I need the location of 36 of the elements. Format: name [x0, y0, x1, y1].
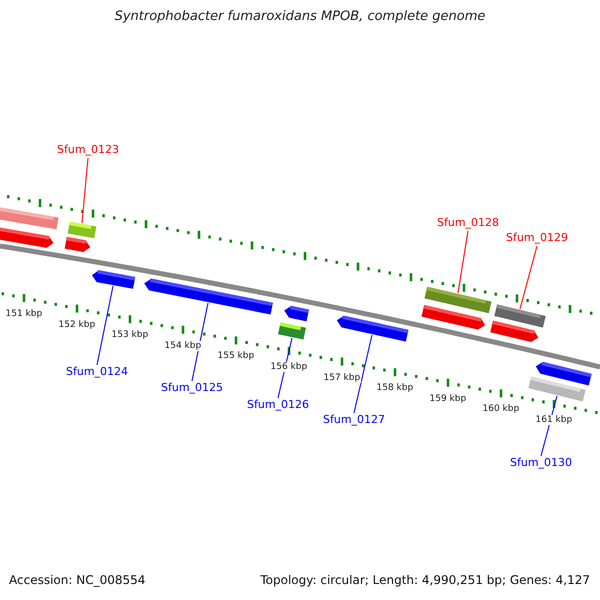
gene-feature: [92, 270, 136, 289]
gene-feature: [336, 316, 408, 342]
leader-line: [354, 334, 372, 414]
gene-bar: [68, 222, 96, 238]
title: Syntrophobacter fumaroxidans MPOB, complete genome: [114, 10, 486, 25]
scale-label: 153 kbp: [110, 330, 150, 341]
scale-label: 154 kbp: [164, 340, 202, 352]
scale-label: 157 kbp: [322, 372, 362, 383]
gene-bar: [424, 286, 492, 314]
scale-label: 158 kbp: [376, 383, 414, 394]
gene-label: Sfum_0130: [510, 457, 572, 470]
gene-feature: [144, 278, 273, 314]
gene-bar: [278, 322, 306, 340]
footer-text: Accession: NC_008554: [9, 574, 146, 588]
scale-label: 151 kbp: [4, 309, 44, 320]
gene-label: Sfum_0129: [506, 232, 568, 245]
leader-line: [520, 246, 538, 310]
leader-line: [458, 230, 468, 294]
gene-label: Sfum_0127: [323, 414, 386, 427]
leader-line: [96, 286, 114, 366]
scale-label: 156 kbp: [270, 362, 308, 372]
scale-label: 152 kbp: [58, 320, 96, 330]
scale-label: 161 kbp: [534, 415, 574, 426]
leader-line: [82, 158, 88, 224]
gene-bar: [494, 304, 546, 328]
leader-line: [192, 302, 208, 382]
gene-label: Sfum_0123: [57, 144, 120, 157]
scale-label: 159 kbp: [428, 394, 468, 404]
gene-label: Sfum_0126: [247, 399, 310, 412]
scale-label: 155 kbp: [216, 351, 256, 362]
gene-label: Sfum_0125: [161, 382, 224, 395]
scale-label: 160 kbp: [482, 404, 520, 415]
footer-text: Topology: circular; Length: 4,990,251 bp; Genes: 4,127: [260, 574, 590, 588]
gene-label: Sfum_0124: [66, 366, 128, 379]
gene-label: Sfum_0128: [437, 217, 500, 230]
gene-bar: [528, 376, 586, 402]
